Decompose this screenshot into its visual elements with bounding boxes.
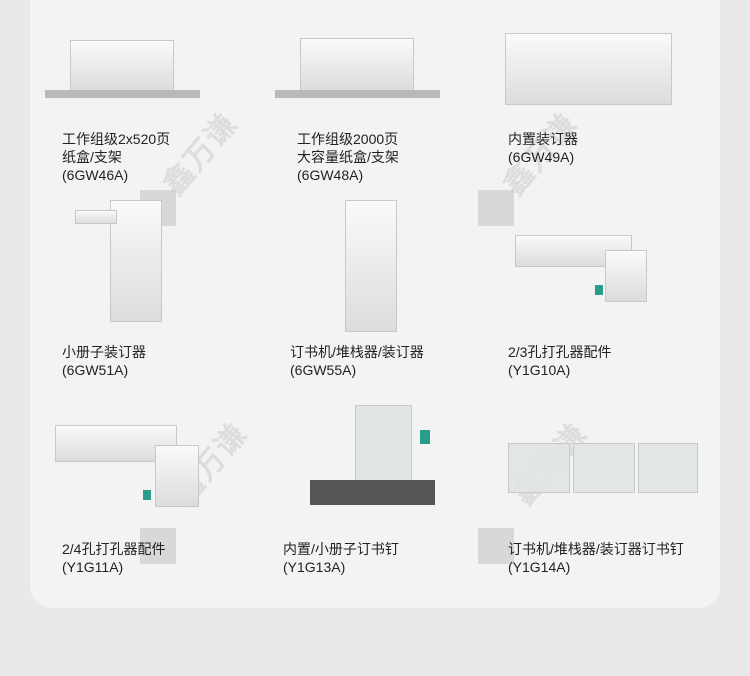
product-label: 订书机/堆栈器/装订器订书钉 (Y1G14A) <box>508 540 684 576</box>
product-code: (6GW55A) <box>290 362 357 378</box>
product-name: 大容量纸盒/支架 <box>297 149 399 165</box>
product-name: 小册子装订器 <box>62 344 146 360</box>
product-image-staple-cartridges <box>508 438 698 498</box>
product-name: 纸盒/支架 <box>62 149 122 165</box>
product-image-hole-punch-24 <box>55 420 200 510</box>
product-name: 订书机/堆栈器/装订器 <box>290 344 424 360</box>
product-name: 内置装订器 <box>508 131 578 147</box>
product-image-paper-tray <box>45 30 200 100</box>
product-image-hci-tray <box>275 30 440 100</box>
product-name: 工作组级2x520页 <box>62 131 171 147</box>
product-image-inner-finisher <box>505 28 675 108</box>
product-name: 订书机/堆栈器/装订器订书钉 <box>508 541 684 557</box>
product-code: (Y1G10A) <box>508 362 571 378</box>
product-code: (6GW49A) <box>508 149 575 165</box>
product-image-stapler-stacker <box>320 195 400 335</box>
product-image-booklet-finisher <box>70 200 165 325</box>
product-label: 小册子装订器 (6GW51A) <box>62 343 146 379</box>
product-name: 工作组级2000页 <box>297 131 399 147</box>
product-code: (6GW48A) <box>297 167 364 183</box>
product-name: 2/3孔打孔器配件 <box>508 344 612 360</box>
product-code: (6GW51A) <box>62 362 129 378</box>
watermark-logo <box>478 190 514 226</box>
product-code: (Y1G14A) <box>508 559 571 575</box>
watermark-logo <box>478 528 514 564</box>
product-image-staple-cartridge <box>305 405 445 520</box>
product-label: 2/3孔打孔器配件 (Y1G10A) <box>508 343 611 379</box>
watermark-logo <box>140 528 176 564</box>
product-label: 工作组级2000页 大容量纸盒/支架 (6GW48A) <box>297 130 399 184</box>
product-name: 内置/小册子订书钉 <box>283 541 399 557</box>
product-code: (Y1G11A) <box>62 559 124 575</box>
product-label: 内置装订器 (6GW49A) <box>508 130 578 166</box>
product-code: (6GW46A) <box>62 167 129 183</box>
product-image-hole-punch-23 <box>515 230 650 305</box>
product-label: 内置/小册子订书钉 (Y1G13A) <box>283 540 399 576</box>
product-label: 2/4孔打孔器配件 (Y1G11A) <box>62 540 165 576</box>
product-label: 订书机/堆栈器/装订器 (6GW55A) <box>290 343 424 379</box>
product-label: 工作组级2x520页 纸盒/支架 (6GW46A) <box>62 130 170 184</box>
product-code: (Y1G13A) <box>283 559 346 575</box>
product-name: 2/4孔打孔器配件 <box>62 541 166 557</box>
